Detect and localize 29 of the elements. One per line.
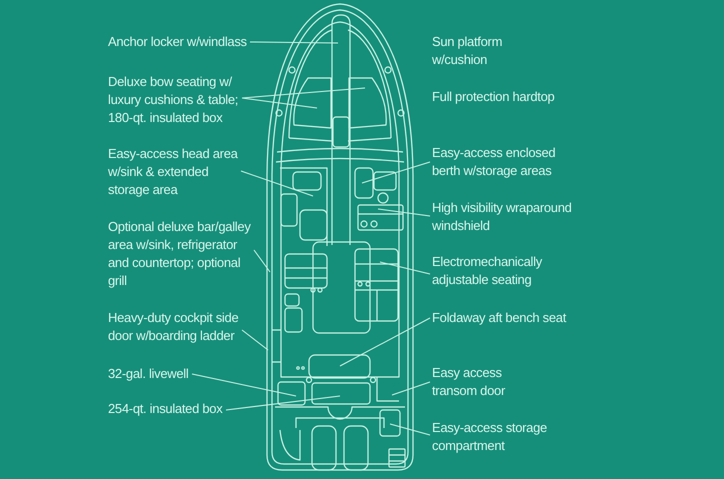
callout-text: Deluxe bow seating w/ luxury cushions & table; 180-qt. insulated box [108, 73, 240, 127]
leader-line [340, 318, 430, 366]
callout-text: Full protection hardtop [432, 88, 556, 106]
leader-line [390, 424, 430, 436]
leader-line [362, 162, 430, 184]
leader-line [192, 374, 296, 396]
callout-text: Anchor locker w/windlass [108, 33, 248, 51]
leader-line [380, 262, 430, 274]
callout-text: 32-gal. livewell [108, 365, 190, 383]
leader-line [378, 208, 430, 216]
callout-text: High visibility wraparound windshield [432, 199, 573, 235]
callout-text: Foldaway aft bench seat [432, 309, 568, 327]
leader-line [242, 88, 366, 98]
callout-text: Sun platform w/cushion [432, 33, 504, 69]
callout-text: Easy-access head area w/sink & extended storage area [108, 145, 239, 199]
leader-line [250, 42, 338, 44]
leader-line [392, 382, 430, 396]
leader-line [254, 250, 270, 272]
callout-text: Easy-access storage compartment [432, 419, 548, 455]
callout-text: Heavy-duty cockpit side door w/boarding ladder [108, 309, 240, 345]
callout-text: Easy-access enclosed berth w/storage areas [432, 144, 557, 180]
leader-line [240, 170, 314, 196]
leader-line [242, 98, 318, 108]
callout-text: Optional deluxe bar/galley area w/sink, refrigerator and countertop; optional grill [108, 218, 252, 290]
callout-text: Electromechanically adjustable seating [432, 253, 543, 289]
leader-line [226, 396, 340, 410]
callout-text: 254-qt. insulated box [108, 400, 224, 418]
leader-line [242, 330, 268, 350]
callout-text: Easy access transom door [432, 364, 506, 400]
